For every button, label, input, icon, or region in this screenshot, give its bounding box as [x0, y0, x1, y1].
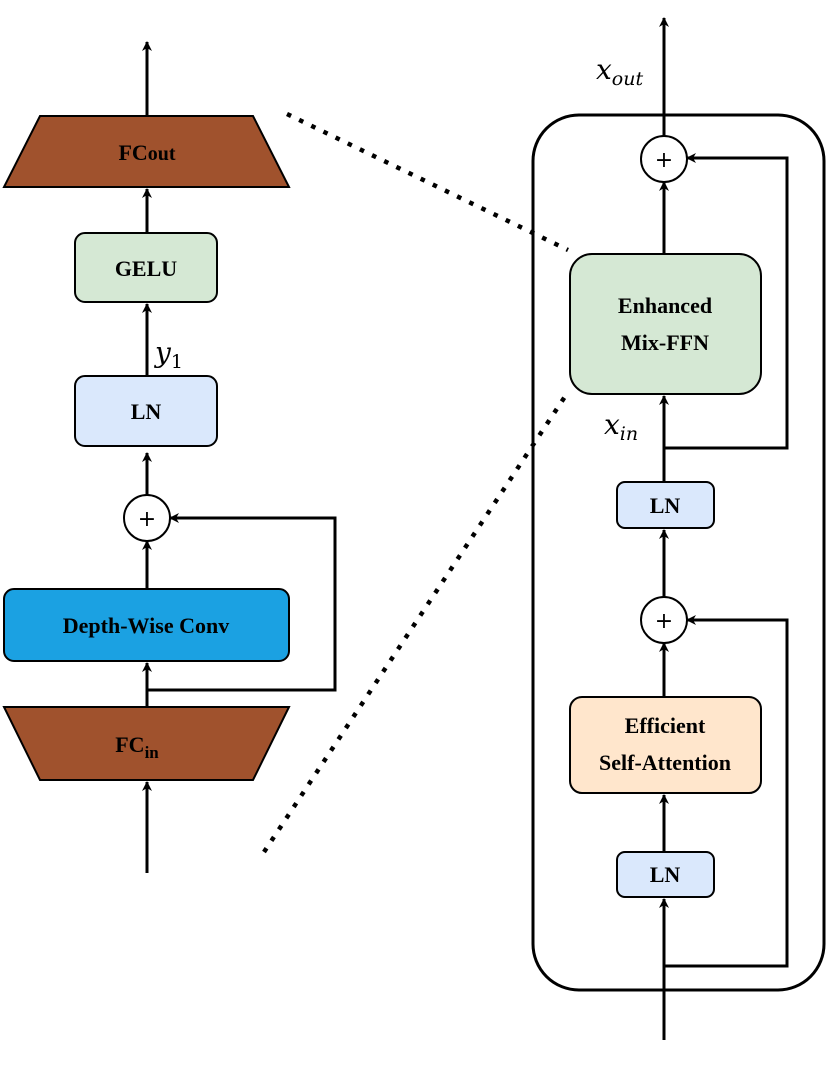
ln-label: LN: [131, 399, 162, 424]
gelu-block: [74, 232, 218, 303]
attention-label-line2: Self-Attention: [599, 750, 731, 775]
ffn-label-line1: Enhanced: [618, 293, 712, 318]
add-icon-top: +: [655, 148, 673, 173]
add-node-bottom: [640, 596, 688, 644]
fc-in-block: [2, 706, 291, 781]
x-in-label: xin: [604, 408, 638, 445]
x-out-label: xout: [596, 53, 643, 90]
ln-bottom-block: [616, 851, 715, 898]
add-icon-bottom: +: [655, 609, 673, 634]
attention-skip-connection: [664, 615, 789, 968]
efficient-self-attention-block: [569, 696, 762, 794]
ln-bottom-label: LN: [650, 862, 681, 887]
mix-ffn-detail: FCout GELU y1 LN + Depth-Wise Conv FCin: [2, 41, 337, 873]
add-node-top: [640, 135, 688, 183]
fc-out-label: FCout: [118, 140, 175, 165]
enhanced-mix-ffn-block: [569, 253, 762, 395]
attention-label-line1: Efficient: [625, 713, 706, 738]
gelu-label: GELU: [115, 256, 177, 281]
add-node: [123, 494, 171, 542]
depthwise-conv-block: [3, 588, 290, 662]
residual-skip-connection: [147, 513, 337, 692]
zoom-line-bottom: [262, 390, 570, 854]
fc-out-block: [2, 115, 291, 188]
add-icon: +: [138, 507, 156, 532]
transformer-block: xout + Enhanced Mix-FFN xin LN + Efficie…: [531, 17, 826, 1040]
zoom-line-top: [286, 111, 569, 253]
ln-block: [74, 375, 218, 447]
y1-label: y1: [153, 336, 183, 373]
transformer-block-frame: [531, 113, 826, 992]
fc-in-label: FCin: [115, 732, 159, 762]
ln-top-label: LN: [650, 493, 681, 518]
ffn-label-line2: Mix-FFN: [621, 330, 709, 355]
depthwise-conv-label: Depth-Wise Conv: [63, 613, 229, 638]
ln-top-block: [616, 481, 715, 529]
ffn-skip-connection: [664, 153, 789, 450]
